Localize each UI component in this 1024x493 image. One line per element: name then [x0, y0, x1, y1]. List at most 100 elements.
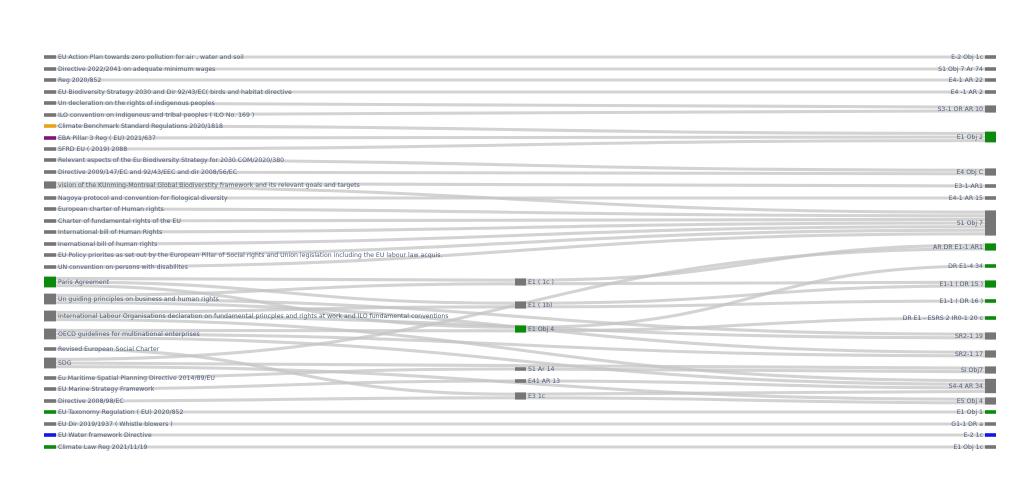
sankey-node[interactable]: Eu Maritime Spatial Planning Directive 2… [44, 375, 215, 382]
sankey-node[interactable]: Paris Agreement [44, 276, 110, 288]
sankey-node[interactable]: Directive 2022/2041 on adequate minimum … [44, 66, 215, 73]
node-bar[interactable] [985, 90, 996, 94]
node-bar[interactable] [985, 280, 996, 288]
sankey-link[interactable] [55, 101, 986, 109]
node-bar[interactable] [44, 357, 56, 369]
sankey-link[interactable] [55, 347, 516, 396]
sankey-node[interactable]: Climate Benchmark Standard Regulations 2… [44, 123, 223, 130]
sankey-link[interactable] [55, 367, 516, 380]
node-bar[interactable] [44, 207, 56, 211]
sankey-node[interactable]: E-2 1c [964, 432, 996, 439]
node-bar[interactable] [44, 387, 56, 391]
node-bar[interactable] [985, 397, 996, 405]
sankey-link[interactable] [55, 232, 986, 269]
node-bar[interactable] [44, 399, 56, 403]
sankey-link[interactable] [55, 379, 516, 391]
node-bar[interactable] [44, 124, 56, 128]
sankey-link[interactable] [55, 396, 516, 403]
sankey-link[interactable] [525, 243, 986, 282]
sankey-node[interactable]: E41 AR 13 [515, 378, 560, 385]
sankey-node[interactable]: Revised European Social Charter [44, 346, 160, 353]
sankey-node[interactable]: International Labour Organisations decla… [44, 310, 449, 322]
sankey-node[interactable]: S1 Ar 14 [515, 366, 555, 373]
sankey-node[interactable]: E4 -1 AR 2 [951, 89, 996, 96]
node-bar[interactable] [985, 350, 996, 358]
sankey-node[interactable]: EU Marine Strategy Framework [44, 386, 155, 393]
node-bar[interactable] [985, 55, 996, 59]
sankey-link[interactable] [525, 389, 986, 396]
node-bar[interactable] [44, 136, 56, 140]
node-bar[interactable] [985, 67, 996, 71]
sankey-link[interactable] [525, 379, 986, 390]
node-bar[interactable] [515, 278, 526, 286]
node-bar[interactable] [44, 265, 56, 269]
node-bar[interactable] [985, 366, 996, 374]
sankey-node[interactable]: E5 Obj 4 [957, 397, 996, 405]
sankey-link[interactable] [55, 109, 986, 117]
node-bar[interactable] [44, 347, 56, 351]
sankey-node[interactable]: Relevant aspects of the Eu Biodiversity … [44, 157, 284, 164]
sankey-node[interactable]: E1 ( 1c ) [515, 278, 554, 286]
node-bar[interactable] [44, 293, 56, 305]
sankey-node[interactable]: E1-1 ( DR 15 ) [939, 280, 996, 288]
sankey-node[interactable]: S3-1 OR AR 10 [937, 105, 996, 113]
sankey-node[interactable]: Un decleration on the rights of indigeno… [44, 100, 215, 107]
node-bar[interactable] [515, 367, 526, 371]
node-bar[interactable] [44, 170, 56, 174]
node-bar[interactable] [985, 445, 996, 449]
node-bar[interactable] [44, 445, 56, 449]
node-bar[interactable] [985, 264, 996, 268]
node-bar[interactable] [44, 219, 56, 223]
node-bar[interactable] [985, 210, 996, 236]
node-bar[interactable] [44, 253, 56, 257]
sankey-link[interactable] [55, 170, 986, 176]
sankey-link[interactable] [55, 280, 516, 305]
sankey-link[interactable] [55, 135, 986, 140]
sankey-node[interactable]: Climate Law Reg 2021/11/19 [44, 444, 147, 451]
node-bar[interactable] [44, 422, 56, 426]
node-bar[interactable] [44, 147, 56, 151]
node-bar[interactable] [44, 328, 56, 340]
node-bar[interactable] [515, 325, 526, 333]
sankey-node[interactable]: AR DR E1-1 AR1 [933, 243, 996, 251]
node-bar[interactable] [985, 299, 996, 303]
sankey-link[interactable] [525, 396, 986, 405]
sankey-node[interactable]: Reg 2020/852 [44, 77, 101, 84]
sankey-node[interactable]: EU Policy priorites as set out by the Eu… [44, 252, 443, 259]
sankey-node[interactable]: S1 Obj 7 Ar 74 [938, 66, 996, 73]
node-bar[interactable] [44, 101, 56, 105]
sankey-node[interactable]: E4 Obj C [956, 168, 996, 176]
sankey-node[interactable]: EU Taxonomy Regulation ( EU) 2020/852 [44, 409, 183, 416]
sankey-node[interactable]: G1-1 DR a [951, 421, 996, 428]
sankey-link[interactable] [525, 284, 986, 305]
sankey-link[interactable] [55, 332, 986, 358]
node-bar[interactable] [985, 316, 996, 320]
sankey-node[interactable]: E1 Obj 1 [957, 409, 996, 416]
sankey-link[interactable] [55, 282, 516, 297]
sankey-node[interactable]: Si Obj7 [961, 366, 996, 374]
sankey-link[interactable] [55, 207, 986, 218]
sankey-node[interactable]: EBA Pillar 3 Reg ( EU) 2021/637 [44, 135, 156, 142]
sankey-node[interactable]: E1 Obj 2 [957, 131, 996, 143]
sankey-node[interactable]: EU Action Plan towards zero pollution fo… [44, 54, 244, 61]
sankey-node[interactable]: ILO convention on indigenous and tribal … [44, 112, 254, 119]
node-bar[interactable] [44, 433, 56, 437]
node-bar[interactable] [985, 105, 996, 113]
sankey-link[interactable] [525, 367, 986, 374]
sankey-link[interactable] [55, 158, 986, 172]
sankey-node[interactable]: E1 Obj 4 [515, 325, 554, 333]
sankey-link[interactable] [55, 228, 986, 257]
node-bar[interactable] [985, 378, 996, 394]
sankey-node[interactable]: E1-1 ( DR 16 ) [939, 298, 996, 305]
node-bar[interactable] [985, 184, 996, 188]
sankey-node[interactable]: UN convention on persons with disabilite… [44, 264, 188, 271]
node-bar[interactable] [44, 230, 56, 234]
sankey-link[interactable] [55, 217, 986, 223]
node-bar[interactable] [985, 422, 996, 426]
sankey-node[interactable]: International bill of Human Rights [44, 229, 162, 236]
sankey-node[interactable]: SR2-1 19 [955, 332, 996, 340]
sankey-node[interactable]: E4-1 AR 22 [949, 77, 996, 84]
sankey-node[interactable]: EU Dir 2019/1937 ( Whistle blowers ) [44, 421, 173, 428]
node-bar[interactable] [44, 67, 56, 71]
node-bar[interactable] [44, 78, 56, 82]
